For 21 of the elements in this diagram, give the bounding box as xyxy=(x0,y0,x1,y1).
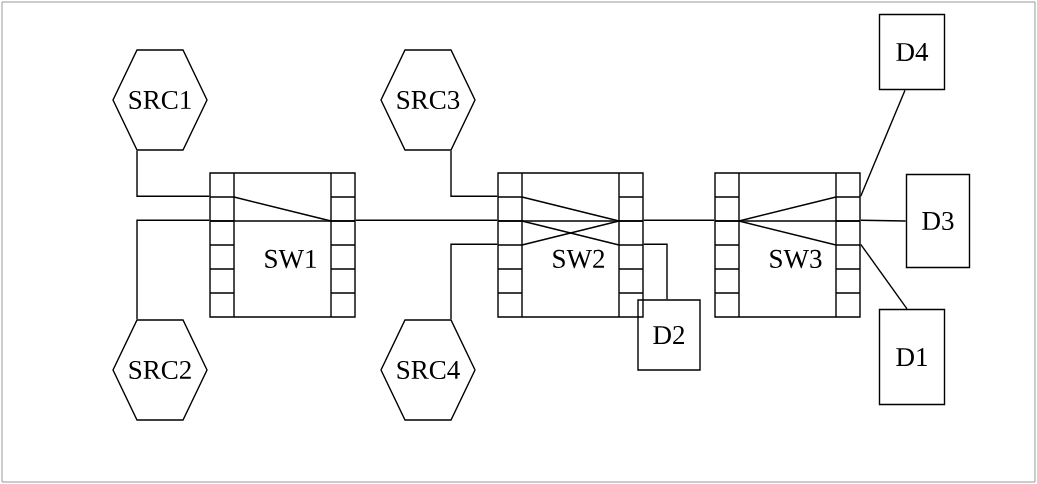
connector-line xyxy=(860,89,906,197)
box: D2 xyxy=(637,299,701,371)
connector-line xyxy=(355,219,498,221)
connector-line xyxy=(643,219,715,221)
switch-box: SW2 xyxy=(497,172,644,318)
box: D1 xyxy=(878,308,946,406)
connector-line xyxy=(136,150,210,197)
connector-line xyxy=(450,243,498,320)
hexagon: SRC2 xyxy=(112,319,208,421)
switch-box: SW1 xyxy=(209,172,356,318)
connector-line xyxy=(860,243,908,310)
connector-line xyxy=(450,150,498,197)
box: D3 xyxy=(905,173,971,269)
connector-line xyxy=(860,219,907,222)
hexagon: SRC3 xyxy=(380,49,476,151)
switch-box: SW3 xyxy=(714,172,861,318)
connector-line xyxy=(136,219,210,320)
box: D4 xyxy=(878,13,946,91)
hexagon: SRC1 xyxy=(112,49,208,151)
hexagon: SRC4 xyxy=(380,319,476,421)
connector-line xyxy=(643,243,668,300)
